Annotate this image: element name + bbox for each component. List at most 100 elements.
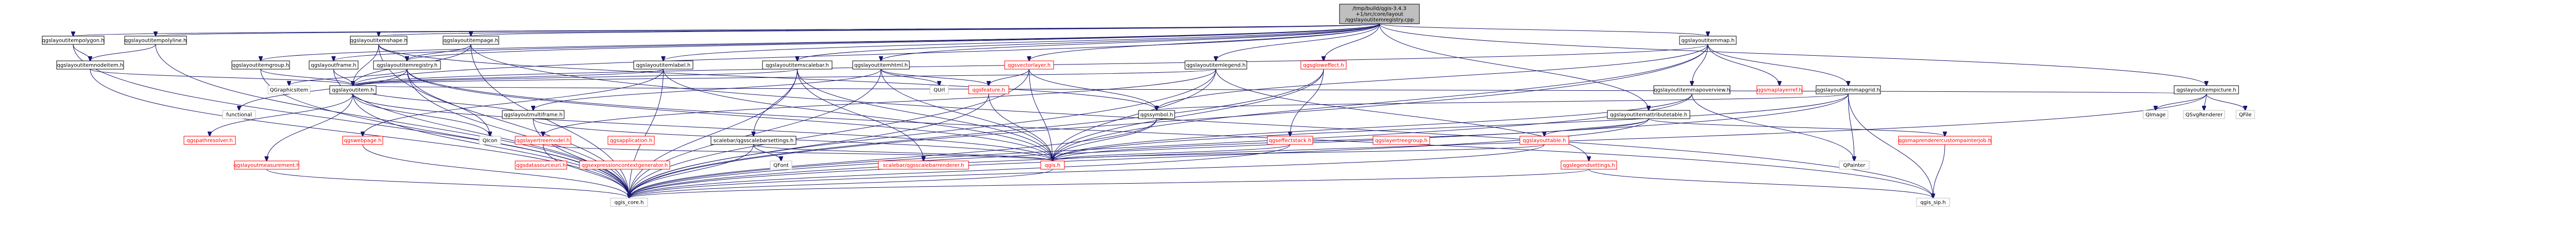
node-webpage[interactable]: qgswebpage.h <box>342 136 383 145</box>
node-qurl: QUrl <box>929 85 949 94</box>
edge-page-to-qgssip <box>470 44 1933 198</box>
edge-scalebarsettings-to-core <box>629 144 754 198</box>
node-box <box>1138 110 1175 119</box>
node-gloweffect[interactable]: qgsgloweffect.h <box>1300 60 1347 70</box>
node-root[interactable]: /tmp/build/qgis-3.4.3+1/src/core/layout/… <box>1339 4 1420 24</box>
node-label: qgsfeature.h <box>972 88 1005 93</box>
node-label: qgslayoutitemlabel.h <box>636 63 690 69</box>
node-expcontext[interactable]: qgsexpressioncontextgenerator.h <box>579 160 670 170</box>
node-page[interactable]: qgslayoutitempage.h <box>443 36 499 45</box>
edge-shape-to-registry <box>378 44 407 61</box>
node-scalebar[interactable]: qgslayoutitemscalebar.h <box>762 60 833 70</box>
node-label: qgslayertreegroup.h <box>1375 138 1428 144</box>
node-label[interactable]: qgslayoutitemlabel.h <box>633 60 693 70</box>
node-effectstack[interactable]: qgseffectstack.h <box>1267 136 1313 145</box>
node-scalebarsettings[interactable]: scalebar/qgsscalebarsettings.h <box>710 136 796 145</box>
edge-label-to-item <box>353 69 664 86</box>
node-mapgrid[interactable]: qgslayoutitemmapgrid.h <box>1816 85 1881 94</box>
node-box <box>42 36 105 45</box>
nodes-layer: /tmp/build/qgis-3.4.3+1/src/core/layout/… <box>42 4 2255 207</box>
node-picture[interactable]: qgslayoutitempicture.h <box>2174 85 2239 94</box>
node-application[interactable]: qgsapplication.h <box>607 136 655 145</box>
node-vectorlayer[interactable]: qgsvectorlayer.h <box>1004 60 1054 70</box>
edge-root-to-item <box>353 23 1380 86</box>
node-html[interactable]: qgslayoutitemhtml.h <box>852 60 910 70</box>
node-qicon: QIcon <box>479 136 501 145</box>
node-box <box>929 85 949 94</box>
node-maprenderer[interactable]: qgsmaprenderercustompainterjob.h <box>1898 136 1992 145</box>
node-label: qgslayoutitempicture.h <box>2176 88 2236 93</box>
node-shape[interactable]: qgslayoutitemshape.h <box>350 36 408 45</box>
node-layertree[interactable]: qgslayertreemodel.h <box>515 136 571 145</box>
node-functional: functional <box>222 110 256 119</box>
edge-root-to-polyline <box>156 23 1380 36</box>
node-qgssip: qgis_sip.h <box>1916 198 1950 207</box>
node-box <box>479 136 501 145</box>
node-polyline[interactable]: qgslayoutitempolyline.h <box>124 36 187 45</box>
node-box <box>515 136 571 145</box>
node-mapoverview[interactable]: qgslayoutitemmapoverview.h <box>1653 85 1731 94</box>
node-label: qgslayoutitemlegend.h <box>1186 63 1245 69</box>
edge-measurement-to-core <box>266 169 630 198</box>
node-box <box>2235 110 2255 119</box>
node-frame[interactable]: qgslayoutframe.h <box>309 60 359 70</box>
edge-root-to-html <box>881 23 1380 61</box>
edge-maprenderer-to-qgssip <box>1933 144 1945 198</box>
node-label: qgslayoutitemshape.h <box>350 38 407 44</box>
edge-picture-to-qfile <box>2206 93 2246 110</box>
node-box <box>762 60 833 70</box>
node-box <box>1756 85 1803 94</box>
edge-item-to-core <box>352 93 629 198</box>
node-label: qgslayoutitemhtml.h <box>854 63 908 69</box>
edge-nodeitem-to-core <box>90 69 629 198</box>
node-label: qgslayoutitempage.h <box>444 38 498 44</box>
node-box <box>2143 110 2168 119</box>
node-pathresolver[interactable]: qgspathresolver.h <box>183 136 236 145</box>
node-registry[interactable]: qgslayoutitemregistry.h <box>373 60 441 70</box>
edge-vectorlayer-to-feature <box>989 69 1029 86</box>
node-box <box>222 110 256 119</box>
node-polygon[interactable]: qgslayoutitempolygon.h <box>42 36 105 45</box>
edge-picture-to-qsvgrenderer <box>2204 93 2207 110</box>
node-map[interactable]: qgslayoutitemmap.h <box>1679 36 1737 45</box>
node-legend[interactable]: qgslayoutitemlegend.h <box>1184 60 1247 70</box>
edge-map-to-mapgrid <box>1707 44 1849 86</box>
node-label: scalebar/qgsscalebarsettings.h <box>714 138 793 144</box>
node-label: qgsmaplayerref.h <box>1757 88 1802 93</box>
node-box <box>515 160 567 170</box>
node-attrtable[interactable]: qgslayoutitemattributetable.h <box>1607 110 1690 119</box>
edge-vectorlayer-to-symbol <box>1029 69 1157 110</box>
node-nodeitem[interactable]: qgslayoutitemnodeitem.h <box>56 60 124 70</box>
edge-frame-to-core <box>333 69 630 198</box>
edge-html-to-qgs <box>880 69 1053 161</box>
node-label: qgslayoutmeasurement.h <box>233 163 299 169</box>
node-feature[interactable]: qgsfeature.h <box>968 85 1009 94</box>
node-label: QGraphicsItem <box>270 88 309 93</box>
node-qfont: QFont <box>770 160 792 170</box>
edge-mapoverview-to-qpainter <box>1691 93 1854 161</box>
node-label: qgslayoutitemmapoverview.h <box>1654 88 1730 93</box>
node-label: qgslayoutitemscalebar.h <box>766 63 829 69</box>
node-box <box>1184 60 1247 70</box>
node-multiframe[interactable]: qgslayoutmultiframe.h <box>502 110 565 119</box>
node-scalebarrenderer[interactable]: scalebar/qgsscalebarrenderer.h <box>878 160 969 170</box>
edge-registry-to-core <box>406 69 629 198</box>
node-mapsettings[interactable]: qgsmaplayerref.h <box>1756 85 1803 94</box>
node-label: qgsvectorlayer.h <box>1008 63 1050 69</box>
node-qgs[interactable]: qgis.h <box>1040 160 1065 170</box>
edge-symbol-to-core <box>629 118 1157 198</box>
node-legendsettings[interactable]: qgslegendsettings.h <box>1561 160 1617 170</box>
edge-map-to-mapoverview <box>1692 44 1708 86</box>
node-datasourceuri[interactable]: qgsdatasourceuri.h <box>515 160 567 170</box>
edge-attrtable-to-maprenderer <box>1648 118 1945 136</box>
node-item[interactable]: qgslayoutitem.h <box>329 85 377 94</box>
node-group[interactable]: qgslayoutitemgroup.h <box>231 60 290 70</box>
node-measurement[interactable]: qgslayoutmeasurement.h <box>233 160 300 170</box>
node-layertreegroup[interactable]: qgslayertreegroup.h <box>1372 136 1430 145</box>
edge-picture-to-qimage <box>2156 93 2207 110</box>
node-symbol[interactable]: qgssymbol.h <box>1138 110 1175 119</box>
node-layouttable[interactable]: qgslayouttable.h <box>1519 136 1569 145</box>
node-label: qgsapplication.h <box>610 138 653 144</box>
node-box <box>607 136 655 145</box>
